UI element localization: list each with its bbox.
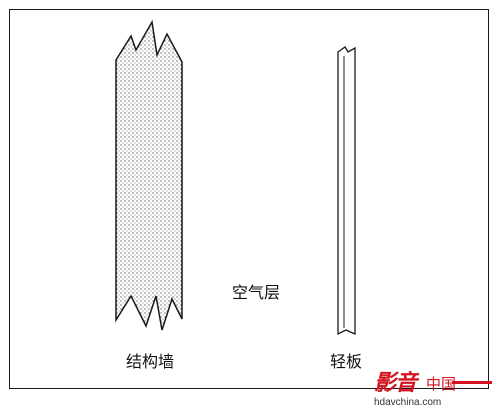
diagram-border [9, 9, 489, 389]
watermark-bar [452, 381, 492, 384]
watermark-url: hdavchina.com [374, 397, 442, 408]
light-board-label: 轻板 [330, 352, 363, 371]
watermark-cn-text: 中国 [426, 375, 457, 393]
light-board-shape [337, 46, 356, 336]
watermark: 影音 中国 hdavchina.com [374, 373, 492, 411]
structural-wall-label: 结构墙 [126, 352, 175, 371]
watermark-logo: 影音 [374, 371, 417, 396]
air-layer-label: 空气层 [232, 283, 281, 302]
structural-wall-shape [115, 19, 183, 331]
